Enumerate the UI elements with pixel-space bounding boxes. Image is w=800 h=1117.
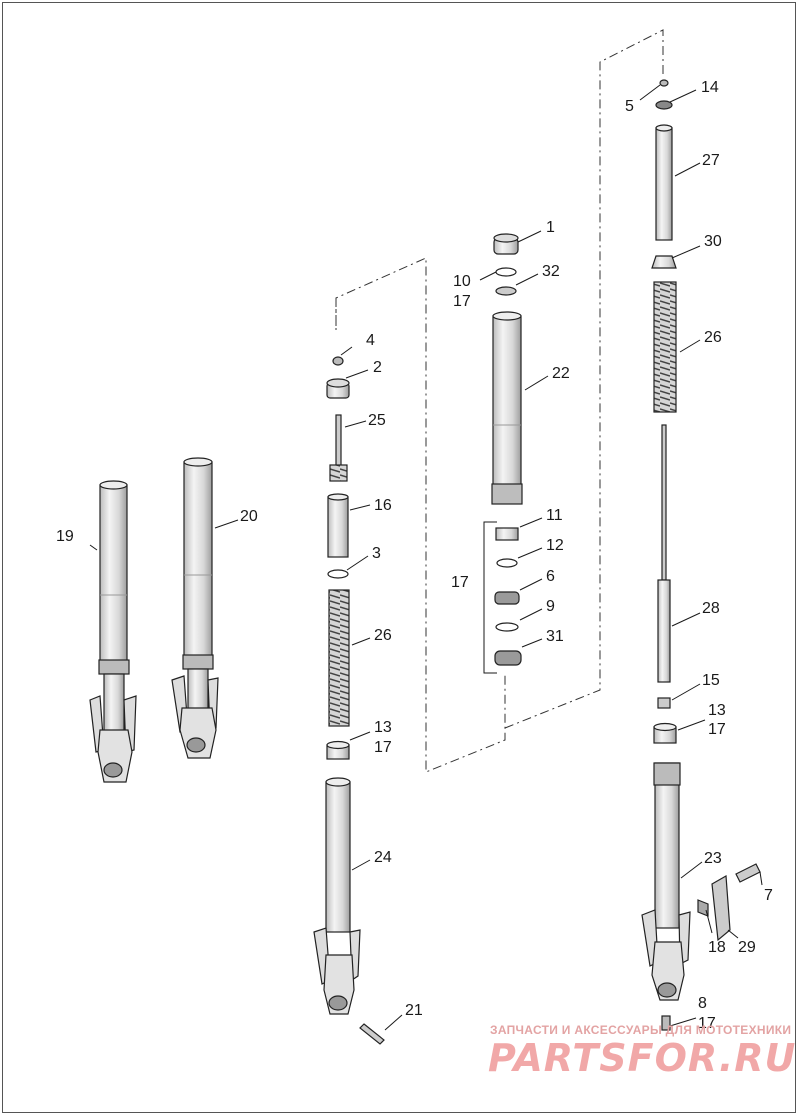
guide-line-center	[335, 257, 506, 773]
fork-assembly-19	[89, 480, 137, 783]
callout-26-left: 26	[374, 627, 392, 644]
washer-3	[327, 569, 349, 579]
callout-30: 30	[704, 233, 722, 250]
bushing-13-left	[326, 740, 350, 760]
callout-17-d: 17	[708, 721, 726, 738]
spring-seat-30	[651, 255, 677, 269]
bolt-7	[735, 863, 761, 883]
callout-9: 9	[546, 598, 555, 615]
fork-tube-22	[491, 311, 523, 505]
guide-line-right	[504, 29, 664, 729]
fork-assembly-20	[171, 457, 219, 759]
watermark-logo: PARTSFOR.RU	[488, 1036, 797, 1080]
fork-cap-2	[326, 378, 350, 399]
axle-bolt-21	[359, 1023, 385, 1045]
callout-5: 5	[625, 98, 634, 115]
callout-28: 28	[702, 600, 720, 617]
cap-nut-4	[332, 356, 344, 366]
callout-23: 23	[704, 850, 722, 867]
oil-seal-6	[494, 591, 520, 605]
callout-31: 31	[546, 628, 564, 645]
callout-7: 7	[764, 887, 773, 904]
bracket-29	[711, 875, 731, 942]
washer-14	[655, 100, 673, 110]
bushing-13-right	[653, 722, 677, 744]
callout-14: 14	[701, 79, 719, 96]
nut-5	[659, 79, 669, 87]
o-ring-10	[495, 267, 517, 277]
callout-17-left: 17	[374, 739, 392, 756]
callout-26-right: 26	[704, 329, 722, 346]
callout-15: 15	[702, 672, 720, 689]
fork-spring-26-left	[328, 589, 350, 727]
seal-kit-bracket-17	[483, 521, 497, 674]
ring-32	[495, 286, 517, 296]
callout-19: 19	[56, 528, 74, 545]
callout-13-right: 13	[708, 702, 726, 719]
callout-2: 2	[373, 359, 382, 376]
callout-10: 10	[453, 273, 471, 290]
washer-12	[496, 558, 518, 568]
callout-17-c: 17	[451, 574, 469, 591]
bushing-11	[495, 527, 519, 541]
callout-12: 12	[546, 537, 564, 554]
callout-17-b: 17	[453, 293, 471, 310]
callout-27: 27	[702, 152, 720, 169]
retaining-ring-9	[495, 622, 519, 632]
fork-slider-23	[641, 762, 691, 1001]
fork-spring-26-right	[653, 281, 677, 413]
tube-27	[655, 124, 673, 241]
callout-25: 25	[368, 412, 386, 429]
oil-seal-cap-1	[493, 233, 519, 255]
callout-17-e: 17	[698, 1015, 716, 1032]
callout-4: 4	[366, 332, 375, 349]
callout-1: 1	[546, 219, 555, 236]
damper-rod-25	[329, 414, 348, 482]
callout-3: 3	[372, 545, 381, 562]
callout-32: 32	[542, 263, 560, 280]
callout-24: 24	[374, 849, 392, 866]
drain-screw-8	[661, 1015, 671, 1031]
callout-22: 22	[552, 365, 570, 382]
rod-28	[657, 424, 671, 683]
callout-8: 8	[698, 995, 707, 1012]
leader-lines	[89, 84, 763, 1031]
callout-16: 16	[374, 497, 392, 514]
bushing-15	[657, 697, 671, 709]
callout-29: 29	[738, 939, 756, 956]
callout-20: 20	[240, 508, 258, 525]
watermark-tagline: ЗАПЧАСТИ И АКСЕССУАРЫ ДЛЯ МОТОТЕХНИКИ	[490, 1023, 792, 1037]
callout-18: 18	[708, 939, 726, 956]
dust-seal-31	[494, 650, 522, 666]
callout-11: 11	[546, 507, 563, 524]
callout-6: 6	[546, 568, 555, 585]
callout-13-left: 13	[374, 719, 392, 736]
fork-slider-24	[313, 777, 361, 1015]
callout-labels: 19 20 4 2 25 16 3 26 13 17 24 21 1 10 17…	[56, 79, 773, 1032]
spacer-tube-16	[327, 493, 349, 558]
callout-21: 21	[405, 1002, 423, 1019]
